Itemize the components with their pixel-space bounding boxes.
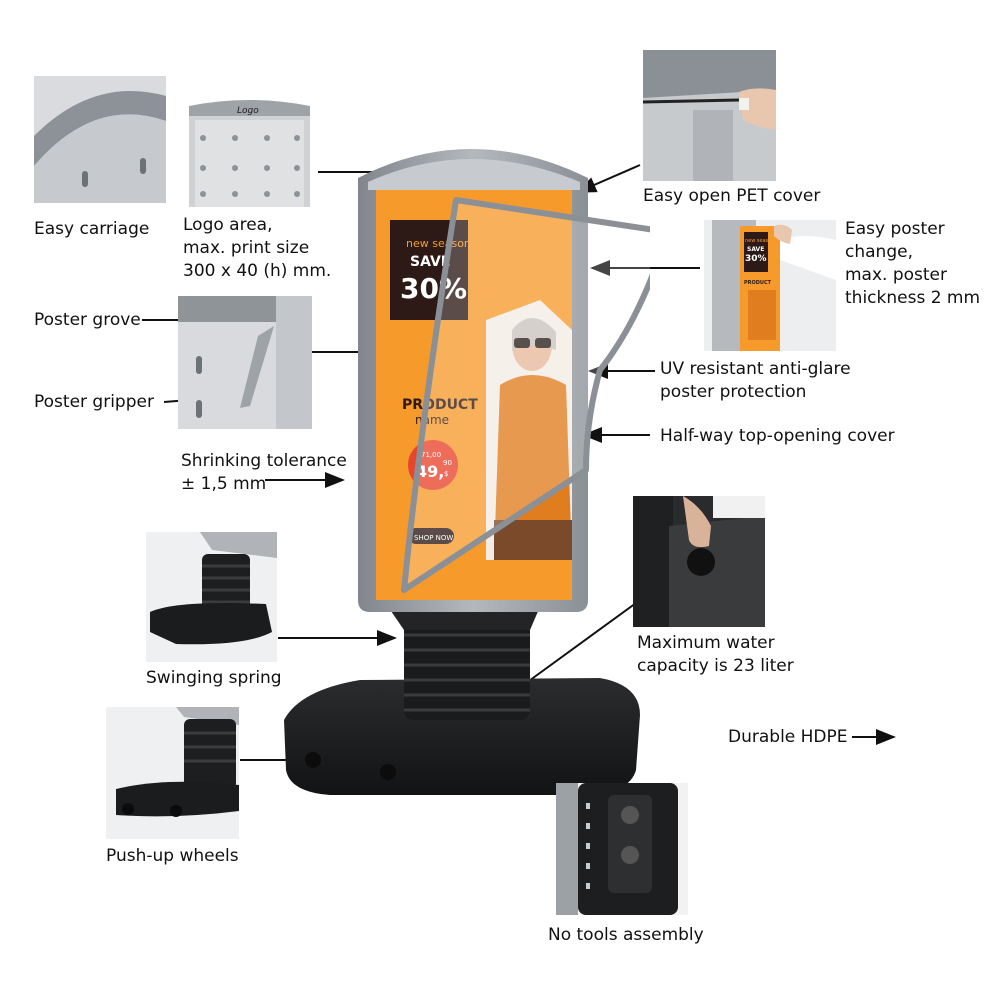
label-logo-area-line3: 300 x 40 (h) mm. [183, 261, 332, 281]
label-durable-hdpe: Durable HDPE [728, 727, 848, 747]
thumb-easy-carriage [34, 76, 166, 203]
label-shrinking-line2: ± 1,5 mm [181, 474, 267, 494]
thumb-easy-open [643, 50, 776, 181]
swinging-spring [380, 594, 545, 720]
thumb-water [633, 496, 765, 627]
mini-percent: 30% [745, 254, 767, 264]
label-water: Maximum water capacity is 23 liter [637, 632, 794, 678]
label-uv-line1: UV resistant anti-glare [660, 359, 851, 379]
thumb-poster-grove [178, 296, 312, 429]
wheel-left [305, 752, 321, 768]
poster-currency: $ [444, 470, 448, 478]
poster-cents: 90 [443, 459, 452, 467]
label-half-way: Half-way top-opening cover [660, 426, 895, 446]
thumb-logo-area: Logo [183, 76, 316, 207]
label-easy-open: Easy open PET cover [643, 186, 821, 206]
thumb-swinging-spring [146, 532, 277, 662]
label-poster-gripper: Poster gripper [34, 392, 154, 412]
thumb-poster-change: new season SAVE 30% PRODUCT [704, 220, 836, 351]
label-water-line1: Maximum water [637, 633, 775, 653]
poster-shop-now: SHOP NOW [414, 534, 453, 542]
mini-product: PRODUCT [744, 280, 772, 286]
logo-text: Logo [237, 106, 259, 116]
label-shrinking: Shrinking tolerance ± 1,5 mm [181, 450, 347, 496]
pet-cover [401, 197, 650, 593]
thumb-no-tools [556, 783, 688, 915]
label-poster-change-line2: change, [845, 242, 913, 262]
hdpe-base [284, 678, 640, 795]
label-logo-area-line1: Logo area, [183, 215, 273, 235]
label-uv-resistant: UV resistant anti-glare poster protectio… [660, 358, 851, 404]
poster-new-season: new season [406, 237, 471, 250]
label-uv-line2: poster protection [660, 382, 807, 402]
shop-now-button [408, 528, 454, 544]
label-shrinking-line1: Shrinking tolerance [181, 451, 347, 471]
label-poster-change-line1: Easy poster [845, 219, 945, 239]
poster-stand-product: new season SAVE 30% PRODUCT name 71,00 4… [284, 149, 650, 795]
label-poster-change-line4: thickness 2 mm [845, 288, 981, 308]
mini-new-season: new season [745, 238, 775, 244]
poster-price: 49, [416, 462, 444, 481]
label-swinging-spring: Swinging spring [146, 668, 282, 688]
label-push-up-wheels: Push-up wheels [106, 846, 239, 866]
label-logo-area: Logo area, max. print size 300 x 40 (h) … [183, 214, 331, 283]
poster-save: SAVE [410, 254, 450, 270]
label-poster-change-line3: max. poster [845, 265, 948, 285]
label-easy-poster-change: Easy poster change, max. poster thicknes… [845, 218, 980, 310]
poster-percent: 30% [400, 272, 467, 305]
poster-product: PRODUCT [402, 397, 478, 413]
label-easy-carriage: Easy carriage [34, 219, 150, 239]
label-no-tools: No tools assembly [548, 925, 704, 945]
mini-save: SAVE [747, 246, 765, 253]
wheel-right [380, 764, 396, 780]
label-logo-area-line2: max. print size [183, 238, 310, 258]
label-water-line2: capacity is 23 liter [637, 656, 794, 676]
poster-old-price: 71,00 [421, 451, 441, 459]
header-logo-area [368, 159, 580, 190]
thumb-wheels [106, 707, 239, 839]
poster-dark-block [390, 220, 468, 320]
label-poster-grove: Poster grove [34, 310, 141, 330]
